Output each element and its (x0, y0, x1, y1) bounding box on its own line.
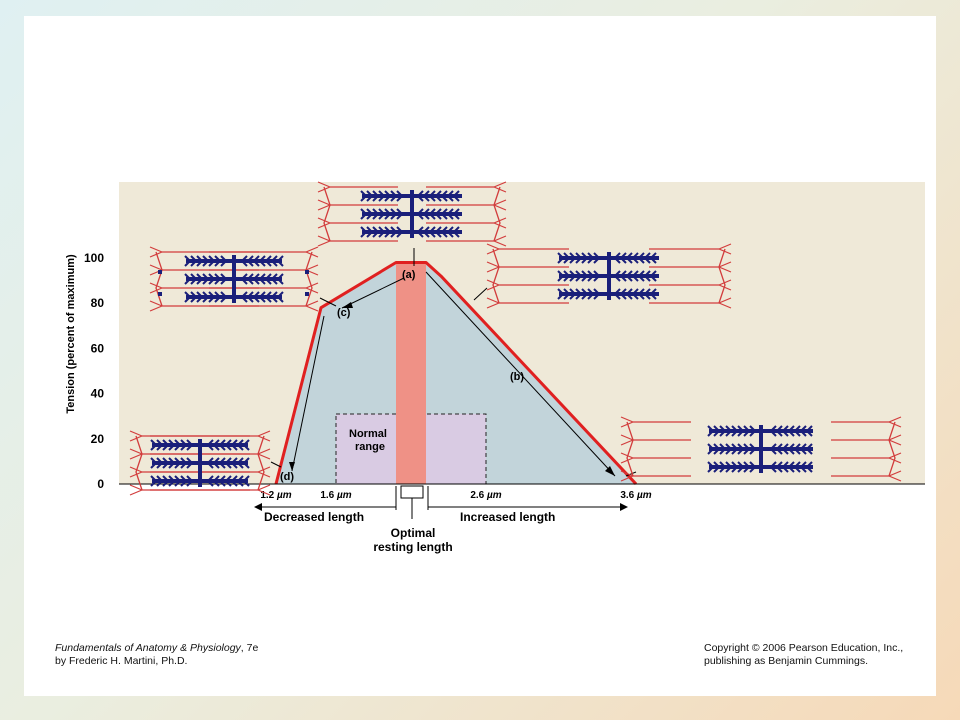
x-tick-3.6: 3.6 µm (620, 490, 651, 501)
optimal-length-band (396, 262, 426, 484)
arrow-callouts (270, 248, 637, 477)
length-arrow-heads (254, 503, 628, 511)
book-edition: , 7e (240, 642, 259, 654)
book-title: Fundamentals of Anatomy & Physiology (55, 642, 241, 654)
tension-curve (274, 261, 638, 486)
arrow-heads (289, 302, 615, 476)
y-tick-20: 20 (91, 432, 105, 446)
point-label-b: (b) (510, 371, 524, 383)
optimal-label-2: resting length (373, 540, 452, 554)
sarcomere-overstretched (620, 416, 902, 482)
footer-left: Fundamentals of Anatomy & Physiology, 7e… (55, 642, 258, 668)
point-label-c: (c) (337, 307, 351, 319)
sarcomere-stretched (486, 243, 732, 309)
decreased-length-label: Decreased length (264, 510, 364, 524)
x-tick-1.2: 1.2 µm (260, 490, 291, 501)
y-axis-label: Tension (percent of maximum) (65, 254, 77, 414)
x-tick-2.6: 2.6 µm (470, 490, 501, 501)
sarcomere-very-short (129, 430, 271, 496)
normal-range-label-1: Normal (349, 428, 387, 440)
y-tick-100: 100 (84, 251, 104, 265)
x-tick-1.6: 1.6 µm (320, 490, 351, 501)
optimal-label-1: Optimal (391, 526, 436, 540)
sarcomere-optimal (317, 181, 507, 247)
copyright-line-1: Copyright © 2006 Pearson Education, Inc.… (704, 642, 904, 654)
sarcomere-short (149, 246, 319, 312)
y-tick-40: 40 (91, 387, 105, 401)
y-tick-0: 0 (97, 477, 104, 491)
sarcomere-diagrams (129, 181, 902, 496)
increased-length-label: Increased length (460, 510, 555, 524)
length-arrows (260, 485, 622, 519)
normal-range-label-2: range (355, 441, 385, 453)
point-label-a: (a) (402, 269, 416, 281)
footer-right: Copyright © 2006 Pearson Education, Inc.… (704, 642, 903, 668)
y-tick-labels: 100 80 60 40 20 0 (84, 251, 104, 491)
y-tick-80: 80 (91, 296, 105, 310)
y-tick-60: 60 (91, 341, 105, 355)
length-tension-figure: 100 80 60 40 20 0 Tension (percent of maximum… (65, 181, 925, 554)
x-tick-labels: 1.2 µm 1.6 µm 2.6 µm 3.6 µm (260, 490, 651, 501)
book-author: by Frederic H. Martini, Ph.D. (55, 655, 188, 667)
copyright-line-2: publishing as Benjamin Cummings. (704, 655, 868, 667)
slide: 100 80 60 40 20 0 Tension (percent of maximum… (24, 16, 936, 696)
point-label-d: (d) (280, 471, 294, 483)
